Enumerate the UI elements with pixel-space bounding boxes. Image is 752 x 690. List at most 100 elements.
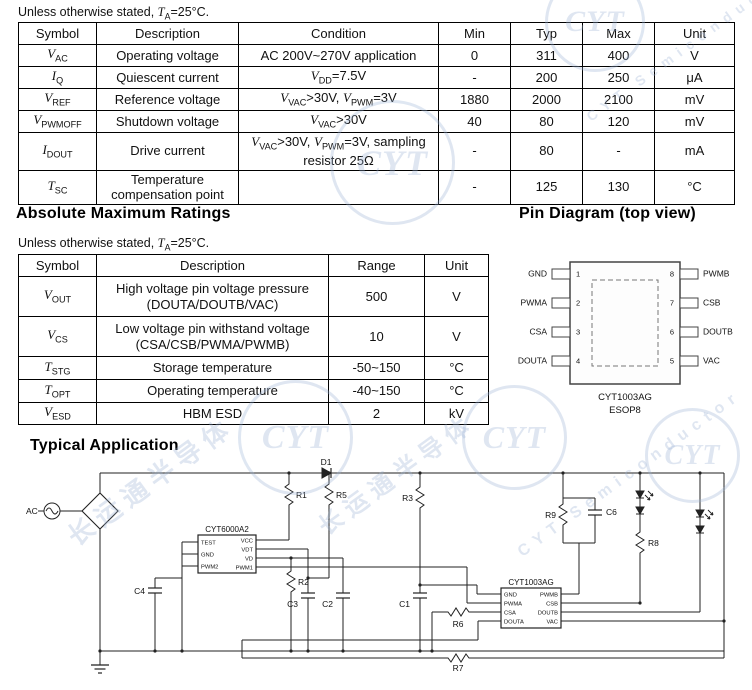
- chip-pin-label: DOUTA: [504, 620, 524, 626]
- pin-number: 2: [576, 299, 580, 308]
- cell-condition: VVAC>30V, VPWM=3V, sampling resistor 25Ω: [238, 132, 439, 171]
- pin-number: 8: [670, 270, 674, 279]
- label-c6: C6: [606, 507, 617, 517]
- pin-number: 6: [670, 328, 674, 337]
- chip-pin-label: CSA: [504, 611, 516, 617]
- table-row: TSC Temperature compensation point - 125…: [18, 169, 735, 206]
- label-c2: C2: [322, 599, 333, 609]
- chip-name: CYT1003AG: [508, 578, 553, 587]
- cell-range: 2: [328, 402, 425, 425]
- label-r7: R7: [453, 663, 464, 673]
- cell-typ: 200: [510, 66, 583, 89]
- col-symbol: Symbol: [18, 22, 97, 45]
- col-description: Description: [96, 254, 329, 277]
- cell-symbol: TOPT: [18, 379, 97, 403]
- label-c4: C4: [134, 586, 145, 596]
- cell-min: -: [438, 132, 511, 171]
- cell-description: High voltage pin voltage pressure (DOUTA…: [96, 276, 329, 317]
- cell-typ: 311: [510, 44, 583, 67]
- cell-unit: °C: [654, 169, 735, 206]
- cell-unit: mV: [654, 110, 735, 133]
- table-row: VAC Operating voltage AC 200V~270V appli…: [18, 44, 735, 67]
- package-name: ESOP8: [609, 405, 641, 416]
- cell-symbol: VOUT: [18, 276, 97, 317]
- label-r6: R6: [453, 619, 464, 629]
- capacitor-c1: [413, 592, 427, 599]
- led: [635, 490, 645, 499]
- cell-symbol: VREF: [18, 88, 97, 111]
- pin-label: DOUTA: [518, 356, 547, 366]
- chip-pin-label: VCC: [241, 539, 253, 545]
- application-schematic: CYT6000A2 TEST GND PWM2 VCC VDT VD PWM1 …: [26, 457, 726, 674]
- table-row: VESD HBM ESD 2 kV: [18, 402, 489, 425]
- cell-description: Operating temperature: [96, 379, 329, 403]
- cell-unit: mV: [654, 88, 735, 111]
- capacitor-c6: [588, 509, 602, 516]
- cell-description: HBM ESD: [96, 402, 329, 425]
- electrical-characteristics-table: Symbol Description Condition Min Typ Max…: [18, 22, 735, 206]
- cell-min: 1880: [438, 88, 511, 111]
- resistor-r1: [284, 479, 294, 511]
- resistor-r7: [443, 653, 475, 663]
- cell-description: Quiescent current: [96, 66, 239, 89]
- table-row: TOPT Operating temperature -40~150 °C: [18, 379, 489, 403]
- table-row: IQ Quiescent current VDD=7.5V - 200 250 …: [18, 66, 735, 89]
- chip-pin-label: PWM2: [201, 565, 218, 571]
- cell-symbol: IDOUT: [18, 132, 97, 171]
- absolute-maximum-ratings-table: Symbol Description Range Unit VOUT High …: [18, 254, 489, 425]
- cell-condition: VVAC>30V: [238, 110, 439, 133]
- chip-pin-label: DOUTB: [538, 611, 558, 617]
- resistor-r2: [286, 566, 296, 598]
- cell-min: 0: [438, 44, 511, 67]
- cell-typ: 2000: [510, 88, 583, 111]
- cell-symbol: TSC: [18, 169, 97, 206]
- cell-range: -40~150: [328, 379, 425, 403]
- pin-number: 7: [670, 299, 674, 308]
- pin-label: DOUTB: [703, 327, 733, 337]
- chip-pin-label: VAC: [547, 620, 559, 626]
- cell-description: Drive current: [96, 132, 239, 171]
- table-row: VCS Low voltage pin withstand voltage (C…: [18, 316, 489, 357]
- chip-pin-label: TEST: [201, 541, 216, 547]
- cell-symbol: IQ: [18, 66, 97, 89]
- cell-typ: 80: [510, 110, 583, 133]
- cell-condition: [238, 169, 439, 206]
- col-symbol: Symbol: [18, 254, 97, 277]
- table-row: VREF Reference voltage VVAC>30V, VPWM=3V…: [18, 88, 735, 111]
- label-r9: R9: [545, 510, 556, 520]
- pin-number: 5: [670, 357, 674, 366]
- pin-diagram: 1 2 3 4 8 7 6 5 GND PWMA CSA DOUTA PWMB …: [518, 261, 733, 416]
- part-number: CYT1003AG: [598, 392, 652, 403]
- cell-max: -: [582, 132, 655, 171]
- ac-source: [43, 502, 61, 520]
- led-light-arrow: [707, 509, 714, 516]
- label-r1: R1: [296, 490, 307, 500]
- cell-symbol: VPWMOFF: [18, 110, 97, 133]
- label-ac: AC: [26, 506, 38, 516]
- chip-pin-label: PWMB: [540, 593, 558, 599]
- label-r5: R5: [336, 490, 347, 500]
- led: [695, 509, 705, 518]
- chip-pin-label: CSB: [546, 602, 558, 608]
- pin-labels: GND PWMA CSA DOUTA PWMB CSB DOUTB VAC: [518, 269, 733, 366]
- diode-d1: [321, 467, 333, 479]
- pin-label: VAC: [703, 356, 720, 366]
- label-r8: R8: [648, 538, 659, 548]
- led-light-arrow: [644, 494, 651, 501]
- col-description: Description: [96, 22, 239, 45]
- label-c1: C1: [399, 599, 410, 609]
- table1-header-row: Symbol Description Condition Min Typ Max…: [18, 22, 735, 45]
- chip-pin-label: PWMA: [504, 602, 522, 608]
- chip-pin-label: GND: [504, 593, 517, 599]
- cell-max: 400: [582, 44, 655, 67]
- cell-description: Low voltage pin withstand voltage (CSA/C…: [96, 316, 329, 357]
- cell-unit: mA: [654, 132, 735, 171]
- chip-pin-label: GND: [201, 553, 214, 559]
- chip-pin-label: VDT: [241, 548, 253, 554]
- col-typ: Typ: [510, 22, 583, 45]
- cell-min: 40: [438, 110, 511, 133]
- pin-label: CSB: [703, 298, 721, 308]
- chip-pin-label: PWM1: [236, 566, 253, 572]
- chip-cyt6000a2: CYT6000A2 TEST GND PWM2 VCC VDT VD PWM1: [197, 525, 257, 574]
- cell-min: -: [438, 169, 511, 206]
